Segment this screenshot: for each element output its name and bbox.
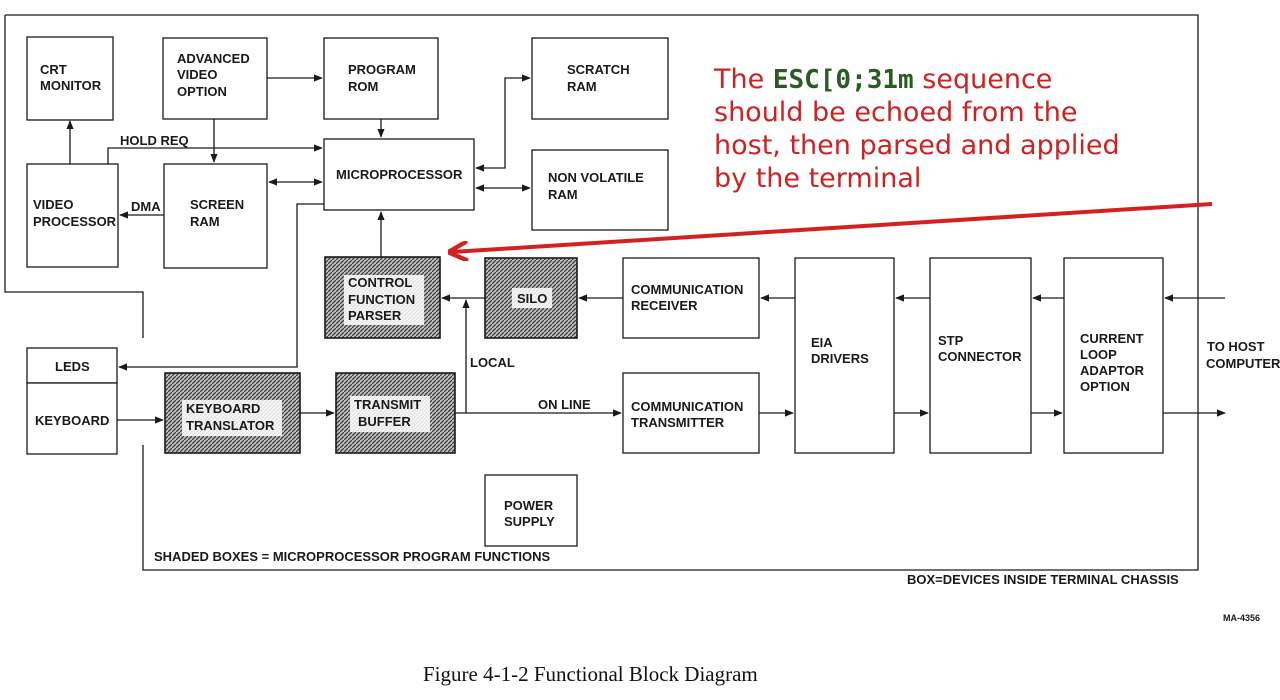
svg-text:SUPPLY: SUPPLY bbox=[504, 514, 555, 529]
local-label: LOCAL bbox=[470, 355, 515, 370]
svg-text:EIA: EIA bbox=[811, 335, 833, 350]
svg-text:VIDEO: VIDEO bbox=[33, 197, 73, 212]
keyboard-block: KEYBOARD bbox=[26, 382, 118, 455]
svg-text:NON VOLATILE: NON VOLATILE bbox=[548, 170, 644, 185]
annotation-line-3: host, then parsed and applied bbox=[714, 130, 1120, 161]
svg-text:SCRATCH: SCRATCH bbox=[567, 62, 630, 77]
svg-text:CRT: CRT bbox=[40, 62, 67, 77]
svg-text:ROM: ROM bbox=[348, 79, 378, 94]
current-loop-adaptor-block: CURRENT LOOP ADAPTOR OPTION bbox=[1063, 257, 1164, 454]
box-legend: BOX=DEVICES INSIDE TERMINAL CHASSIS bbox=[907, 572, 1179, 587]
to-host-label-2: COMPUTER bbox=[1206, 356, 1280, 371]
video-processor-block: VIDEO PROCESSOR bbox=[26, 163, 119, 268]
svg-text:ADAPTOR: ADAPTOR bbox=[1080, 363, 1145, 378]
svg-text:LOOP: LOOP bbox=[1080, 347, 1117, 362]
annotation: The ESC[0;31m sequence should be echoed … bbox=[452, 64, 1213, 252]
connections bbox=[66, 74, 1226, 424]
to-host-label: TO HOST bbox=[1207, 339, 1265, 354]
svg-text:SCREEN: SCREEN bbox=[190, 197, 244, 212]
annotation-arrow bbox=[452, 202, 1213, 252]
chassis-outline bbox=[4, 14, 1199, 571]
svg-text:KEYBOARD: KEYBOARD bbox=[35, 413, 109, 428]
svg-text:PROGRAM: PROGRAM bbox=[348, 62, 416, 77]
svg-text:TRANSMIT: TRANSMIT bbox=[354, 397, 421, 412]
svg-text:SILO: SILO bbox=[517, 291, 547, 306]
svg-text:MONITOR: MONITOR bbox=[40, 78, 102, 93]
svg-text:TRANSMITTER: TRANSMITTER bbox=[631, 415, 725, 430]
leds-block: LEDS bbox=[26, 347, 118, 384]
advanced-video-option-block: ADVANCED VIDEO OPTION bbox=[162, 37, 268, 120]
silo-block: SILO bbox=[484, 257, 578, 339]
eia-drivers-block: EIA DRIVERS bbox=[794, 257, 895, 454]
svg-text:POWER: POWER bbox=[504, 498, 554, 513]
non-volatile-ram-block: NON VOLATILE RAM bbox=[531, 149, 669, 231]
svg-text:OPTION: OPTION bbox=[177, 84, 227, 99]
svg-text:RECEIVER: RECEIVER bbox=[631, 298, 698, 313]
dma-label: DMA bbox=[131, 199, 161, 214]
screen-ram-block: SCREEN RAM bbox=[163, 163, 268, 269]
svg-text:COMMUNICATION: COMMUNICATION bbox=[631, 282, 743, 297]
svg-text:RAM: RAM bbox=[567, 79, 597, 94]
svg-text:ADVANCED: ADVANCED bbox=[177, 51, 250, 66]
svg-text:COMMUNICATION: COMMUNICATION bbox=[631, 399, 743, 414]
transmit-buffer-block: TRANSMIT BUFFER bbox=[335, 372, 456, 454]
svg-text:DRIVERS: DRIVERS bbox=[811, 351, 869, 366]
stp-connector-block: STP CONNECTOR bbox=[929, 257, 1032, 454]
on-line-label: ON LINE bbox=[538, 397, 591, 412]
crt-monitor-block: CRT MONITOR bbox=[26, 36, 114, 121]
svg-text:LEDS: LEDS bbox=[55, 359, 90, 374]
svg-text:STP: STP bbox=[938, 333, 964, 348]
svg-text:CONNECTOR: CONNECTOR bbox=[938, 349, 1022, 364]
microprocessor-block: MICROPROCESSOR bbox=[323, 138, 475, 211]
annotation-line-4: by the terminal bbox=[714, 163, 921, 194]
annotation-line-1: The ESC[0;31m sequence bbox=[713, 64, 1052, 95]
control-function-parser-block: CONTROL FUNCTION PARSER bbox=[324, 256, 441, 339]
hold-req-label: HOLD REQ bbox=[120, 133, 189, 148]
annotation-code: ESC[0;31m bbox=[773, 65, 914, 95]
svg-text:BUFFER: BUFFER bbox=[358, 414, 411, 429]
svg-text:PARSER: PARSER bbox=[348, 308, 402, 323]
shaded-legend: SHADED BOXES = MICROPROCESSOR PROGRAM FU… bbox=[154, 549, 551, 564]
communication-receiver-block: COMMUNICATION RECEIVER bbox=[622, 257, 760, 339]
svg-text:OPTION: OPTION bbox=[1080, 379, 1130, 394]
program-rom-block: PROGRAM ROM bbox=[323, 37, 439, 120]
svg-text:PROCESSOR: PROCESSOR bbox=[33, 214, 117, 229]
svg-text:CONTROL: CONTROL bbox=[348, 275, 412, 290]
svg-text:FUNCTION: FUNCTION bbox=[348, 292, 415, 307]
scratch-ram-block: SCRATCH RAM bbox=[531, 37, 669, 120]
keyboard-translator-block: KEYBOARD TRANSLATOR bbox=[164, 372, 301, 454]
communication-transmitter-block: COMMUNICATION TRANSMITTER bbox=[622, 372, 760, 454]
annotation-line-2: should be echoed from the bbox=[714, 97, 1078, 128]
svg-text:KEYBOARD: KEYBOARD bbox=[186, 401, 260, 416]
figure-id: MA-4356 bbox=[1223, 613, 1260, 623]
svg-text:VIDEO: VIDEO bbox=[177, 67, 217, 82]
svg-text:TRANSLATOR: TRANSLATOR bbox=[186, 418, 275, 433]
svg-text:MICROPROCESSOR: MICROPROCESSOR bbox=[336, 167, 463, 182]
svg-text:RAM: RAM bbox=[548, 187, 578, 202]
svg-text:CURRENT: CURRENT bbox=[1080, 331, 1144, 346]
power-supply-block: POWER SUPPLY bbox=[484, 474, 578, 547]
svg-text:RAM: RAM bbox=[190, 214, 220, 229]
figure-caption: Figure 4-1-2 Functional Block Diagram bbox=[423, 662, 758, 686]
